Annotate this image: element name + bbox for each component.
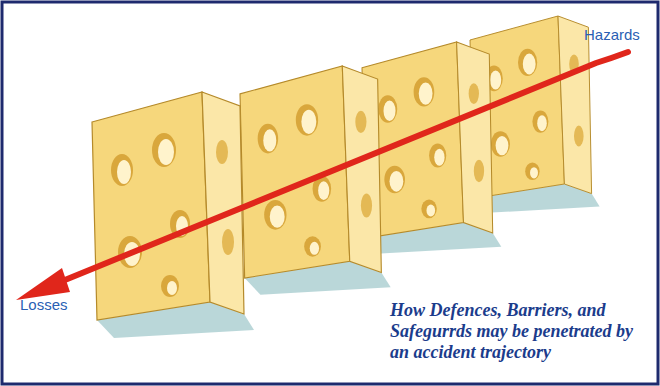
- figure-caption: How Defences, Barriers, and Safegurrds m…: [390, 300, 652, 363]
- flow-label: Losses: [20, 296, 68, 313]
- flow-label: Hazards: [584, 26, 640, 43]
